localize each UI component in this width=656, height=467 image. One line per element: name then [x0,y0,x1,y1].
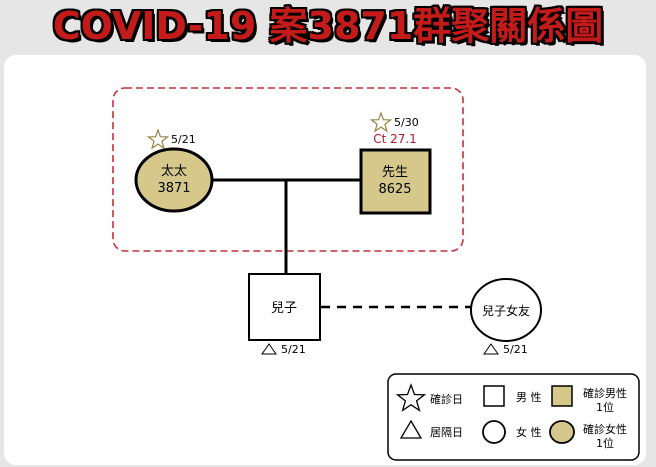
husband-square [359,148,432,215]
girlfriend-name: 兒子女友 [482,303,530,318]
legend-confirmed-male-count: 1位 [596,400,614,414]
legend-box [387,373,640,461]
legend-confirmed-female: 確診女性 [583,422,627,436]
triangle-icon [399,419,423,439]
star-icon [369,111,393,133]
page-title: COVID-19 案3871群聚關係圖 [52,4,604,48]
wife-confirm-date: 5/21 [171,133,196,146]
node-son-girlfriend: 兒子女友 5/21 [470,278,542,356]
husband-ct-value: Ct 27.1 [373,132,417,146]
star-icon [146,128,170,150]
family-group-box [112,87,464,252]
node-son: 兒子 5/21 [248,273,321,356]
girlfriend-isolation-date: 5/21 [503,343,528,356]
legend-isolation-day: 居隔日 [430,426,463,439]
legend-female-circle [482,420,506,444]
wife-case: 3871 [157,181,190,196]
triangle-icon [483,343,499,355]
husband-name: 先生 [382,165,408,180]
wife-name: 太太 [161,164,187,179]
legend-confirmed-female-circle [549,420,575,444]
girlfriend-circle [470,278,542,342]
legend-confirmed-male: 確診男性 [583,386,627,400]
husband-confirm-date: 5/30 [394,116,419,129]
star-icon [395,383,427,412]
legend-confirm-day: 確診日 [430,392,463,406]
legend-confirmed-female-count: 1位 [596,436,614,450]
wife-circle [134,147,214,213]
legend-female: 女 性 [516,425,542,439]
son-square [248,273,321,341]
node-wife: 5/21 太太 3871 [134,128,214,213]
legend-male: 男 性 [516,390,542,404]
legend-confirmed-male-square [551,385,573,407]
legend: 確診日 男 性 確診男性 1位 居隔日 女 性 確診女性 1位 [387,373,640,461]
legend-male-square [483,385,505,407]
triangle-icon [261,343,277,355]
node-husband: 5/30 Ct 27.1 先生 8625 [359,111,432,215]
husband-case: 8625 [378,182,411,197]
son-isolation-date: 5/21 [281,343,306,356]
son-name: 兒子 [271,301,297,316]
